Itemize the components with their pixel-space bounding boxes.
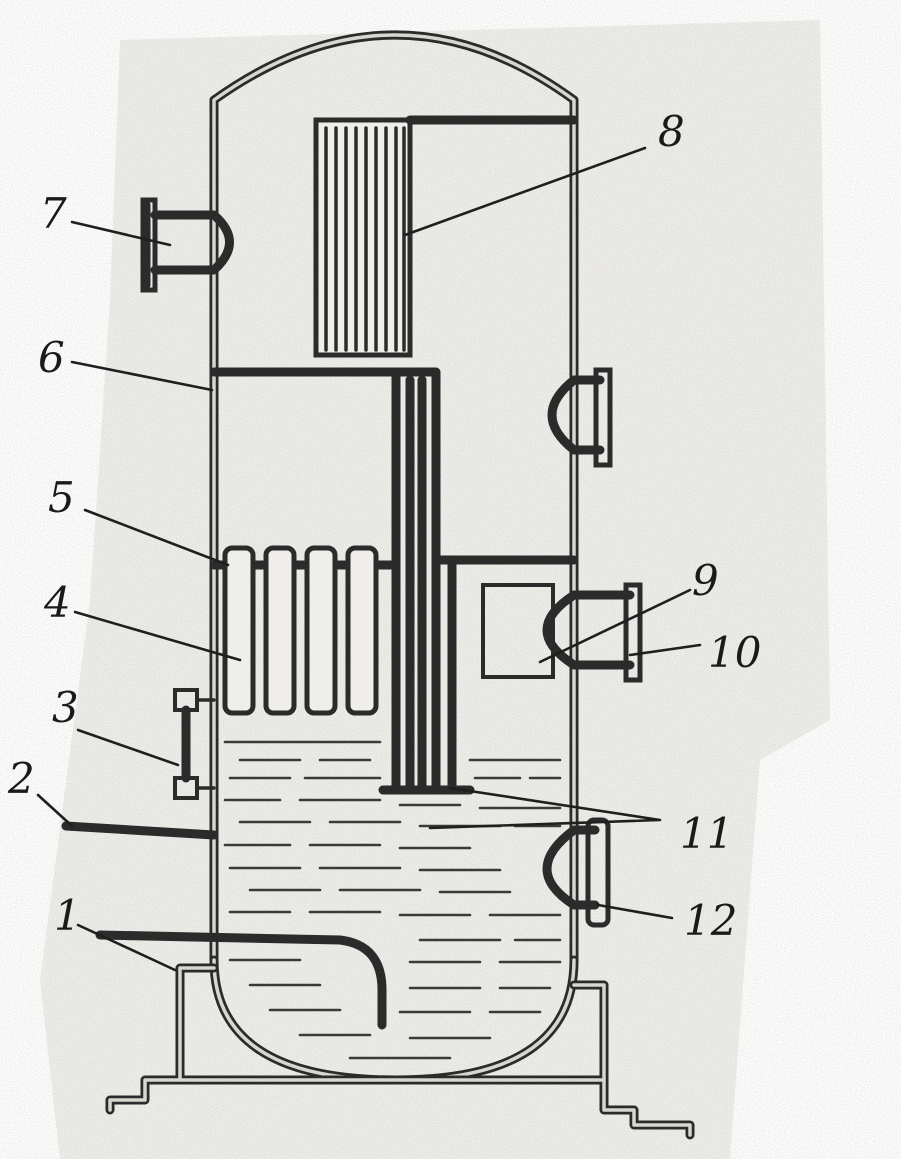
callout-label-11: 11	[680, 809, 733, 858]
leader-4	[73, 610, 242, 662]
tube-bundle-8	[313, 115, 579, 358]
nozzle-12	[542, 817, 611, 928]
leader-12	[596, 903, 674, 920]
leader-7	[70, 220, 172, 247]
callout-label-3: 3	[52, 683, 79, 732]
callout-leaders	[36, 146, 702, 972]
callout-label-9: 9	[692, 556, 719, 605]
support-base-highlight	[108, 966, 692, 1137]
nozzle-9-10	[542, 582, 643, 683]
callout-labels: 1 2 3 4 5 6 7 8 9 10 11 12	[7, 107, 761, 945]
nozzle-7	[140, 197, 234, 293]
leader-2	[36, 793, 74, 828]
leader-9	[538, 588, 692, 664]
vessel-shell-highlight	[212, 33, 576, 962]
callout-label-6: 6	[38, 333, 65, 382]
callout-label-8: 8	[658, 107, 685, 156]
level-gauge-3	[173, 688, 216, 800]
callout-label-2: 2	[7, 754, 35, 803]
pipe-2	[61, 821, 219, 840]
leader-1	[76, 923, 177, 972]
leader-5	[83, 508, 230, 567]
leader-8	[403, 146, 647, 237]
separator-box	[481, 583, 555, 679]
callout-label-7: 7	[40, 189, 67, 238]
callout-label-4: 4	[43, 578, 71, 627]
leader-3	[76, 728, 180, 767]
nozzle-right-upper	[547, 367, 613, 468]
leader-11	[428, 786, 662, 830]
leader-6	[70, 360, 214, 392]
vessel-drawing	[61, 30, 695, 1140]
downcomer-pipes	[209, 367, 579, 795]
tube-bank-4-5	[209, 545, 401, 716]
leader-10	[628, 643, 702, 657]
callout-label-5: 5	[48, 473, 75, 522]
inlet-pipe-1	[95, 930, 387, 1030]
callout-label-1: 1	[54, 891, 81, 940]
callout-label-10: 10	[708, 628, 761, 677]
callout-label-12: 12	[684, 896, 737, 945]
